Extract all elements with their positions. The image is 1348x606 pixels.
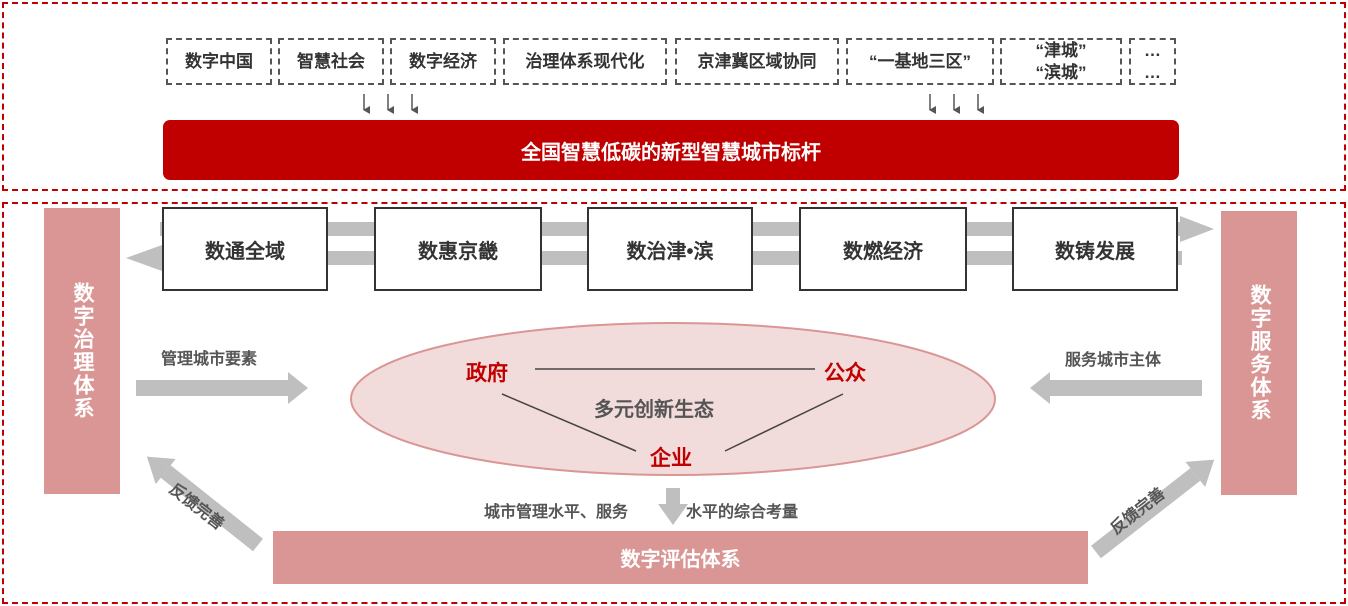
manage-arrow [136,372,308,404]
serve-subjects-label: 服务城市主体 [1065,352,1162,369]
system-box: 数治津•滨 [587,207,753,291]
policy-down-arrows [363,94,984,114]
ecosystem-center-label: 多元创新生态 [594,399,714,421]
ecosystem-lines [501,368,844,452]
goal-banner: 全国智慧低碳的新型智慧城市标杆 [163,120,1179,180]
feedback-arrow-left [146,456,263,552]
node-public: 公众 [824,362,866,385]
digital-governance-bar: 数字治理体系 [44,208,120,494]
feedback-arrow-right [1091,459,1215,559]
policy-box: 京津冀区域协同 [675,38,839,85]
node-government: 政府 [466,362,508,385]
system-box: 数铸发展 [1012,207,1178,291]
system-box: 数燃经济 [799,207,967,291]
policy-box: “一基地三区” [846,38,994,85]
digital-service-label: 数字服务体系 [1248,284,1271,422]
evaluation-label-right: 水平的综合考量 [686,504,799,521]
system-box: 数惠京畿 [374,207,542,291]
digital-governance-label: 数字治理体系 [71,282,94,420]
policy-box: “津城” “滨城” [1000,38,1122,85]
evaluation-label-left: 城市管理水平、服务 [484,504,629,521]
top-frame [2,2,1346,191]
policy-box: 智慧社会 [278,38,384,85]
evaluation-down-arrow [658,488,688,525]
system-box: 数通全域 [162,207,328,291]
digital-evaluation-bar: 数字评估体系 [273,531,1088,584]
bottom-frame [2,202,1346,604]
digital-service-bar: 数字服务体系 [1221,211,1297,495]
policy-box: 治理体系现代化 [503,38,667,85]
policy-box: … … [1129,38,1176,85]
ecosystem-ellipse [350,322,996,476]
node-enterprise: 企业 [650,447,692,470]
manage-elements-label: 管理城市要素 [161,351,258,368]
serve-arrow [1030,372,1202,404]
policy-box: 数字中国 [166,38,272,85]
policy-box: 数字经济 [390,38,496,85]
